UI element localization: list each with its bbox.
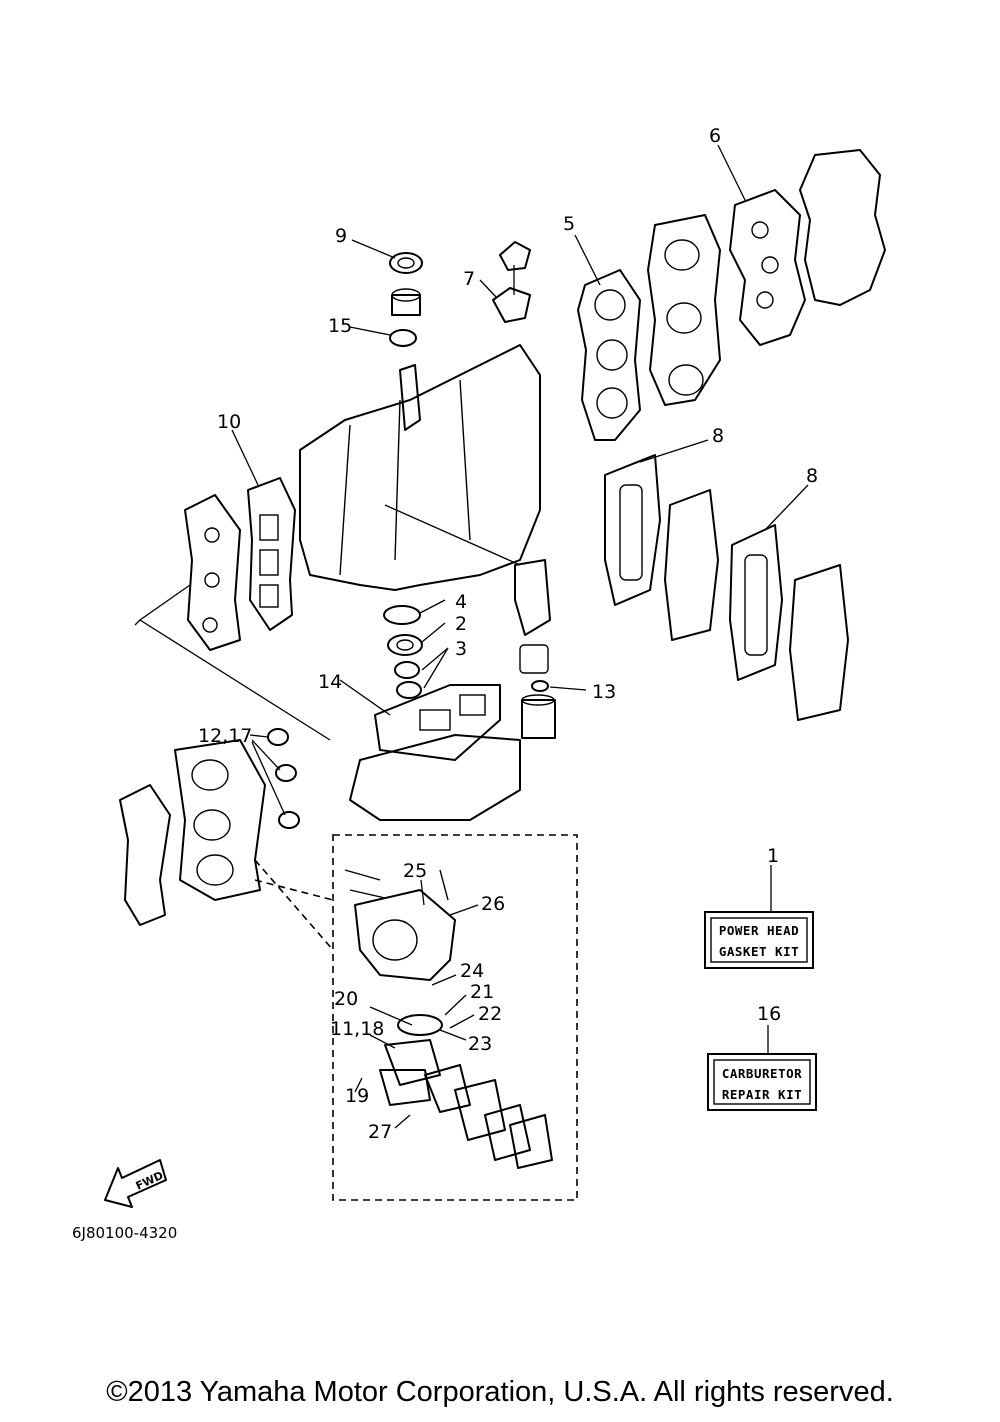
callout-13: 13 [592,681,616,703]
callout-10: 10 [217,411,241,433]
reed-plates [424,1064,553,1169]
carburetors [174,739,266,901]
svg-text:CARBURETOR: CARBURETOR [722,1066,802,1081]
callout-7: 7 [463,268,475,290]
thermostat-assembly [514,559,556,739]
callout-27: 27 [368,1121,392,1143]
head-gasket-6 [729,189,806,346]
callout-21: 21 [470,981,494,1003]
callout-24: 24 [460,960,484,982]
callout-14: 14 [318,671,342,693]
callout-23: 23 [468,1033,492,1055]
callout-20: 20 [334,988,358,1010]
diagram-number: 6J80100-4320 [72,1224,178,1242]
manifold-gasket-10 [247,477,296,631]
fwd-arrow-icon: FWD [104,1159,167,1208]
o-ring-13 [531,680,549,692]
leader-lines [231,144,809,1129]
power-head-gasket-kit-label: POWER HEAD GASKET KIT [704,911,814,969]
copyright-notice: ©2013 Yamaha Motor Corporation, U.S.A. A… [106,1376,894,1408]
exhaust-gasket-lower [729,524,783,681]
svg-text:POWER HEAD: POWER HEAD [719,923,799,938]
callout-15: 15 [328,315,352,337]
callout-19: 19 [345,1085,369,1107]
callout-9: 9 [335,225,347,247]
cylinder-head-cover [799,149,886,306]
callout-numbers: 1 2 3 4 5 6 7 8 8 9 10 11,18 12,17 13 14… [198,125,818,1143]
exhaust-inner-cover [664,489,719,641]
callout-5: 5 [563,213,575,235]
exhaust-outer-cover [789,564,849,721]
callout-8-upper: 8 [712,425,724,447]
callout-16: 16 [757,1003,781,1025]
exhaust-guide [349,734,521,821]
carburetor-repair-kit-label: CARBURETOR REPAIR KIT [707,1053,817,1111]
callout-6: 6 [709,125,721,147]
carburetor-detail-box [332,834,578,1201]
float-chamber [379,1014,443,1106]
thermostat-cover [492,241,531,323]
cylinder-head [647,214,721,406]
o-ring-15 [389,329,417,347]
carburetor-body-detail [344,869,456,981]
oil-seal-3 [394,661,422,699]
cylinder-gasket-5 [577,269,641,441]
intake-manifold [184,494,241,651]
callout-1: 1 [767,845,779,867]
exhaust-guide-gasket-14 [374,684,501,761]
callout-25: 25 [403,860,427,882]
callout-3: 3 [455,638,467,660]
clamps-12-17 [267,728,300,829]
svg-text:FWD: FWD [134,1169,166,1193]
callout-12-17: 12,17 [198,725,252,747]
oil-seal-top [389,252,423,274]
callout-26: 26 [481,893,505,915]
callout-8-lower: 8 [806,465,818,487]
callout-11-18: 11,18 [330,1018,384,1040]
oil-seal-2 [387,634,423,656]
o-ring-4 [383,605,421,625]
svg-text:REPAIR KIT: REPAIR KIT [722,1087,802,1102]
svg-text:GASKET KIT: GASKET KIT [719,944,799,959]
bushing-top [391,288,421,316]
callout-2: 2 [455,613,467,635]
carburetor-manifold-gasket [119,784,171,926]
callout-22: 22 [478,1003,502,1025]
crankcase-block [299,344,541,591]
callout-4: 4 [455,591,467,613]
exhaust-gasket-upper [604,454,661,606]
